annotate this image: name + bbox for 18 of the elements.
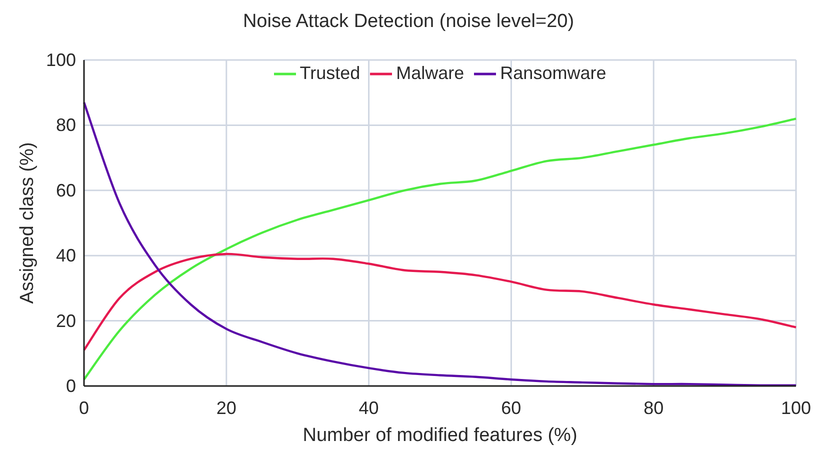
tick-label: 80: [56, 115, 76, 136]
y-axis-title: Assigned class (%): [16, 142, 39, 304]
tick-label: 20: [56, 310, 76, 331]
tick-label: 40: [56, 246, 76, 266]
tick-label: 80: [644, 398, 664, 418]
legend-label: Malware: [396, 62, 464, 85]
tick-label: 0: [79, 398, 89, 418]
legend-label: Trusted: [300, 62, 360, 85]
tick-label: 0: [66, 376, 76, 396]
tick-label: 60: [56, 180, 76, 200]
tick-label: 20: [216, 398, 236, 418]
tick-label: 100: [46, 50, 76, 70]
chart-title: Noise Attack Detection (noise level=20): [242, 10, 576, 34]
tick-label: 60: [501, 398, 522, 418]
x-axis-title: Number of modified features (%): [302, 424, 578, 448]
tick-label: 40: [358, 398, 379, 418]
legend-label: Ransomware: [500, 62, 606, 85]
tick-label: 100: [780, 398, 812, 418]
